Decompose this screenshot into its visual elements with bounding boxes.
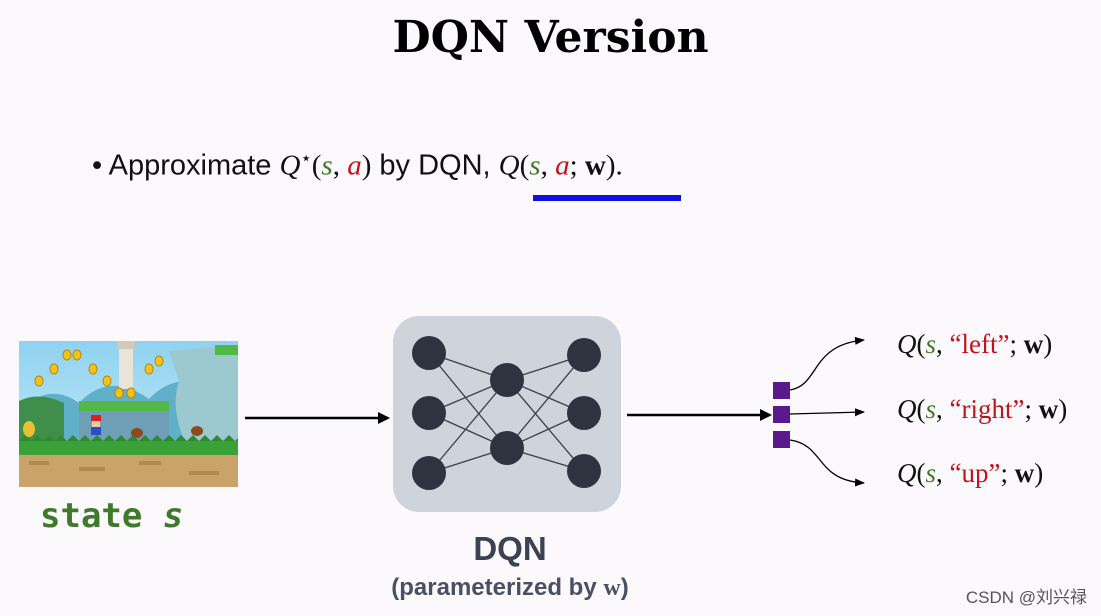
- star-superscript: ⋆: [300, 148, 312, 168]
- bullet-middle: by DQN,: [371, 149, 499, 182]
- input-node-3: [412, 456, 446, 490]
- output-w: w: [1023, 329, 1044, 359]
- output-cell-right: [773, 406, 790, 423]
- state-var: s: [321, 149, 333, 182]
- paren-open: (: [311, 149, 322, 182]
- dqn-subtitle: (parameterized by w): [360, 574, 660, 602]
- output-action: “left”: [949, 329, 1010, 359]
- q-underline: [533, 195, 681, 201]
- bullet-text: • Approximate Q⋆(s, a) by DQN, Q(s, a; w…: [92, 148, 623, 183]
- semicolon: ;: [569, 149, 585, 182]
- state-label-var: s: [162, 496, 184, 536]
- dqn-subtitle-prefix: (parameterized by: [391, 574, 604, 601]
- comma: ,: [332, 149, 348, 182]
- output-s: s: [925, 329, 937, 359]
- output-q: Q: [897, 458, 917, 488]
- hidden-node-1: [490, 363, 524, 397]
- output-label-right: Q(s, “right”; w): [897, 394, 1068, 424]
- state-label: state s: [40, 496, 183, 536]
- output-s: s: [925, 394, 937, 424]
- state-var-2: s: [529, 149, 541, 182]
- output-node-1: [567, 338, 601, 372]
- comma-2: ,: [540, 149, 556, 182]
- dqn-subtitle-w: w: [603, 575, 621, 601]
- output-label-left: Q(s, “left”; w): [897, 329, 1053, 359]
- output-q: Q: [897, 394, 917, 424]
- output-cell-left: [773, 382, 790, 399]
- slide-title: DQN Version: [392, 12, 709, 63]
- output-node-2: [567, 396, 601, 430]
- action-var: a: [347, 149, 362, 182]
- output-action: “right”: [949, 394, 1025, 424]
- output-s: s: [925, 458, 937, 488]
- weights-var: w: [584, 149, 606, 182]
- output-action: “up”: [949, 458, 1001, 488]
- paren-close: ): [361, 149, 372, 182]
- bullet-end: ).: [605, 149, 623, 182]
- bullet-prefix: Approximate: [108, 149, 280, 182]
- paren-open-2: (: [519, 149, 530, 182]
- bullet-symbol: •: [92, 149, 103, 182]
- dqn-label: DQN: [473, 530, 547, 567]
- input-node-1: [412, 336, 446, 370]
- output-q: Q: [897, 329, 917, 359]
- dqn-subtitle-suffix: ): [620, 574, 629, 601]
- q-star-symbol: Q: [279, 149, 301, 182]
- left-output-arrow: [789, 336, 865, 391]
- output-label-up: Q(s, “up”; w): [897, 458, 1044, 488]
- action-var-2: a: [555, 149, 570, 182]
- output-w: w: [1038, 394, 1059, 424]
- input-node-2: [412, 396, 446, 430]
- hidden-node-2: [490, 431, 524, 465]
- output-w: w: [1014, 458, 1035, 488]
- right-output-arrow: [789, 408, 865, 417]
- output-node-3: [567, 454, 601, 488]
- up-output-arrow: [789, 439, 865, 487]
- output-cell-up: [773, 431, 790, 448]
- csdn-watermark: CSDN @刘兴禄: [965, 588, 1087, 607]
- state-label-text: state: [40, 496, 163, 536]
- mario-game-screenshot: [19, 341, 238, 487]
- q-symbol: Q: [498, 149, 520, 182]
